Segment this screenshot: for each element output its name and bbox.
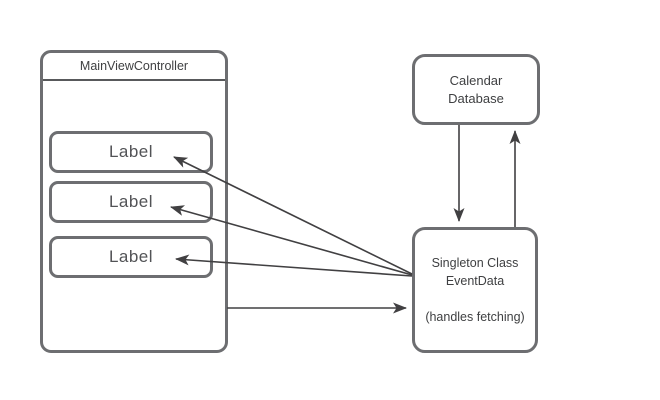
label-1-text: Label	[108, 142, 154, 161]
label-3-text: Label	[108, 247, 154, 266]
singleton-eventdata-box: Singleton Class EventData (handles fetch…	[412, 227, 538, 353]
label-box-3: Label	[49, 236, 213, 278]
singleton-line2: EventData	[445, 274, 505, 288]
calendar-database-line2: Database	[448, 90, 504, 106]
calendar-database-box: Calendar Database	[412, 54, 540, 125]
label-2-text: Label	[108, 192, 154, 211]
singleton-line1: Singleton Class	[431, 256, 519, 270]
singleton-line3: (handles fetching)	[425, 310, 525, 324]
calendar-database-line1: Calendar	[449, 72, 503, 88]
main-view-controller-title: MainViewController	[43, 53, 225, 81]
label-box-1: Label	[49, 131, 213, 173]
label-box-2: Label	[49, 181, 213, 223]
